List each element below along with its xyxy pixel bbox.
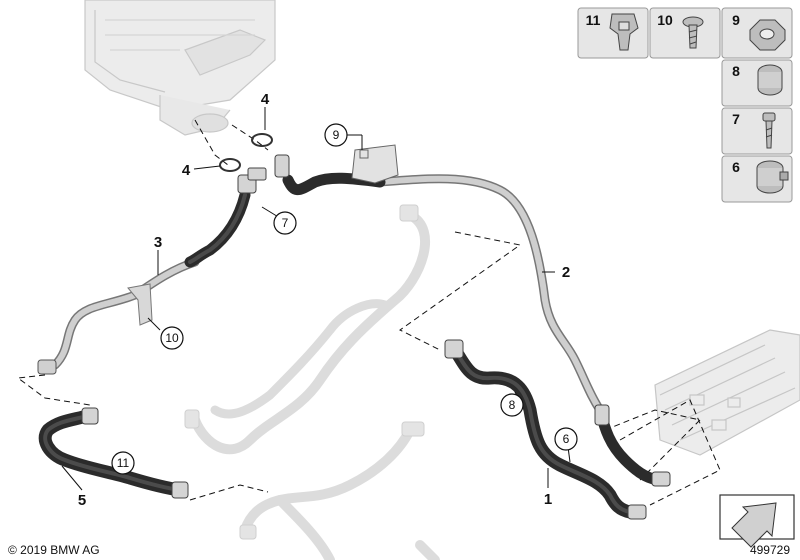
arrow-icon: [731, 502, 777, 548]
callout-1: 1: [544, 491, 552, 508]
ghost-hose-ends: [184, 204, 425, 540]
callout-9-circle: 9: [324, 123, 348, 147]
callout-4-lower: 4: [182, 162, 191, 179]
callout-7-circle: 7: [273, 211, 297, 235]
pipe-3-end-fitting: [37, 359, 57, 375]
part-label-11: 11: [586, 12, 601, 28]
callout-4-upper: 4: [261, 91, 270, 108]
part-box-10: 10: [649, 7, 721, 59]
hose-clamp-icon: [756, 160, 789, 194]
hose-1: [448, 343, 637, 519]
callout-3: 3: [154, 234, 162, 251]
part-box-8: 8: [721, 59, 793, 107]
copyright-text: © 2019 BMW AG: [8, 543, 100, 557]
part-box-11: 11: [577, 7, 649, 59]
part-label-8: 8: [732, 63, 740, 79]
hose-2-lower: [594, 404, 664, 486]
pipe-3: [50, 257, 200, 370]
upper-fittings: [237, 154, 290, 194]
callout-11-circle: 11: [111, 451, 135, 475]
callout-8: 8: [509, 398, 516, 412]
top-component-housing: [84, 0, 276, 136]
diagram-number: 499729: [750, 543, 790, 557]
bolt-icon: [762, 112, 776, 149]
nut-icon: [749, 19, 786, 51]
direction-box: [719, 494, 795, 548]
right-component-unit: [654, 329, 800, 456]
part-label-9: 9: [732, 12, 740, 28]
o-rings: [219, 133, 273, 172]
part-box-7: 7: [721, 107, 793, 155]
bracket-9: [351, 144, 399, 184]
part-box-9: 9: [721, 7, 793, 59]
hose-2-end-fitting: [594, 404, 671, 487]
part-label-6: 6: [732, 159, 740, 175]
callout-10: 10: [165, 331, 179, 345]
part-label-10: 10: [657, 12, 673, 28]
callout-9: 9: [333, 128, 340, 142]
pipe-3-bracket: [127, 283, 153, 326]
clip-icon: [609, 13, 639, 51]
callout-10-circle: 10: [160, 326, 184, 350]
hose-1-end-fittings: [444, 339, 647, 520]
part-label-7: 7: [732, 111, 740, 127]
ghost-hoses: [190, 210, 440, 560]
callout-7: 7: [282, 216, 289, 230]
hose-3-dark: [184, 189, 251, 268]
clamp-icon: [757, 64, 783, 96]
dashed-leaders: [16, 119, 721, 506]
pipe-2: [375, 174, 605, 415]
callout-6: 6: [563, 432, 570, 446]
hose-5: [38, 408, 187, 497]
callout-6-circle: 6: [554, 427, 578, 451]
callout-8-circle: 8: [500, 393, 524, 417]
hose-5-end-fittings: [81, 407, 189, 499]
part-box-6: 6: [721, 155, 793, 203]
parts-panel: 11 10 9: [577, 7, 793, 203]
callout-11: 11: [117, 456, 130, 470]
callout-5: 5: [78, 492, 86, 509]
screw-icon: [682, 16, 704, 49]
callout-2: 2: [562, 264, 570, 281]
